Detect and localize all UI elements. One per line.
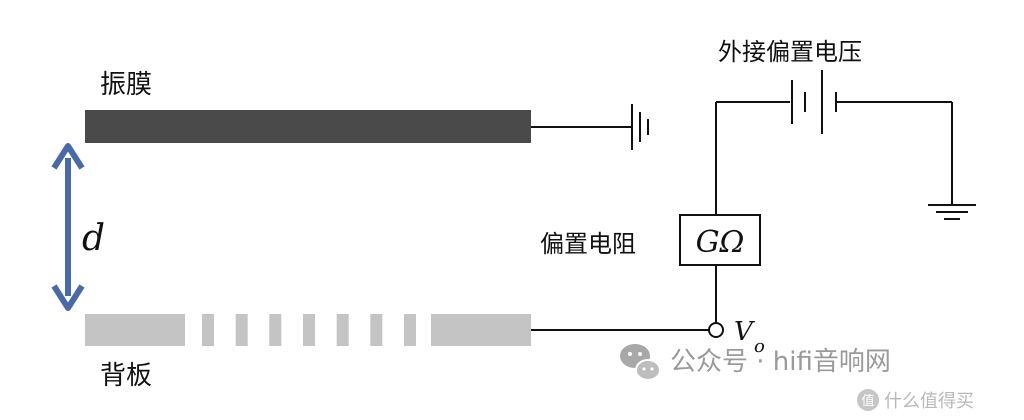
distance-label: d bbox=[82, 218, 105, 259]
bias-resistor-box bbox=[679, 214, 761, 266]
secondary-watermark-badge-text: 值 bbox=[861, 393, 874, 409]
output-voltage-subscript: o bbox=[754, 336, 765, 357]
wechat-logo-icon bbox=[620, 344, 661, 381]
backplate-slot-segment bbox=[336, 314, 349, 346]
backplate-slot-segment bbox=[370, 314, 383, 346]
ground-symbol-icon bbox=[928, 204, 976, 220]
secondary-watermark-badge bbox=[857, 389, 879, 411]
distance-arrow bbox=[51, 143, 85, 311]
watermark-secondary-text: 什么值得买 bbox=[884, 391, 974, 412]
backplate-slot-segment bbox=[202, 314, 214, 346]
backplate-slot-segment bbox=[404, 314, 416, 346]
backplate bbox=[85, 314, 531, 346]
backplate-right-segment bbox=[431, 314, 531, 346]
external-bias-voltage-label: 外接偏置电压 bbox=[718, 38, 862, 66]
backplate-slot-segment bbox=[235, 314, 248, 346]
diaphragm-plate bbox=[85, 110, 531, 143]
output-node bbox=[708, 322, 724, 338]
resistor-value-label: GΩ bbox=[696, 225, 745, 260]
battery-symbol-icon bbox=[791, 70, 837, 134]
backplate-label: 背板 bbox=[100, 361, 152, 391]
bias-resistor-label: 偏置电阻 bbox=[540, 230, 636, 258]
diaphragm-label: 振膜 bbox=[100, 70, 152, 100]
backplate-slot-segment bbox=[269, 314, 282, 346]
output-voltage-label: V bbox=[734, 317, 755, 347]
ground-symbol-icon bbox=[631, 104, 649, 150]
backplate-slot-segment bbox=[303, 314, 315, 346]
watermark-source-text: 公众号 · hifi音响网 bbox=[670, 347, 891, 377]
backplate-left-segment bbox=[85, 314, 185, 346]
